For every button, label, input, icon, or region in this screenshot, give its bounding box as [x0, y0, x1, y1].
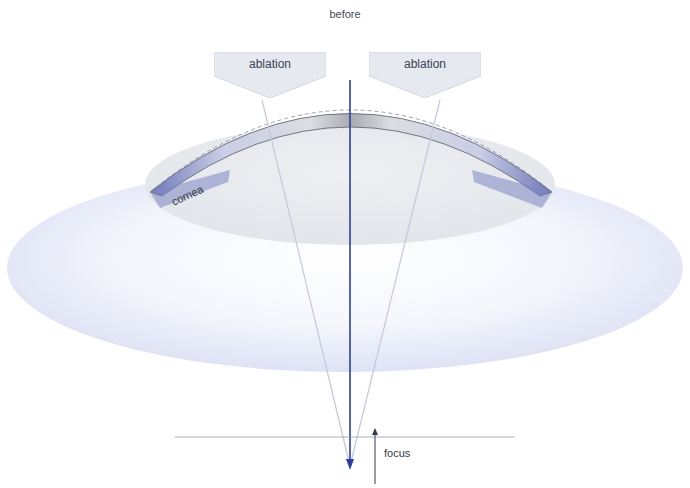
- arrow-label: ablation: [369, 57, 481, 71]
- axis-arrowhead: [346, 459, 354, 470]
- focus-arrowhead: [372, 428, 378, 435]
- cornea-edge-right: [472, 170, 552, 208]
- diagram-title: before: [329, 8, 360, 20]
- focus-label: focus: [384, 447, 410, 459]
- light-ray: [351, 100, 440, 462]
- arrow-label: ablation: [214, 57, 326, 71]
- ablation-arrow: ablation: [214, 52, 326, 98]
- arrow-outline: [214, 52, 326, 98]
- arrow-outline: [369, 52, 481, 98]
- optical-axis: [349, 80, 351, 462]
- focal-plane: [175, 437, 515, 438]
- ablation-arrow: ablation: [369, 52, 481, 98]
- cornea-edge-left: [150, 170, 230, 208]
- light-ray: [262, 100, 349, 462]
- focus-pointer: [375, 432, 376, 484]
